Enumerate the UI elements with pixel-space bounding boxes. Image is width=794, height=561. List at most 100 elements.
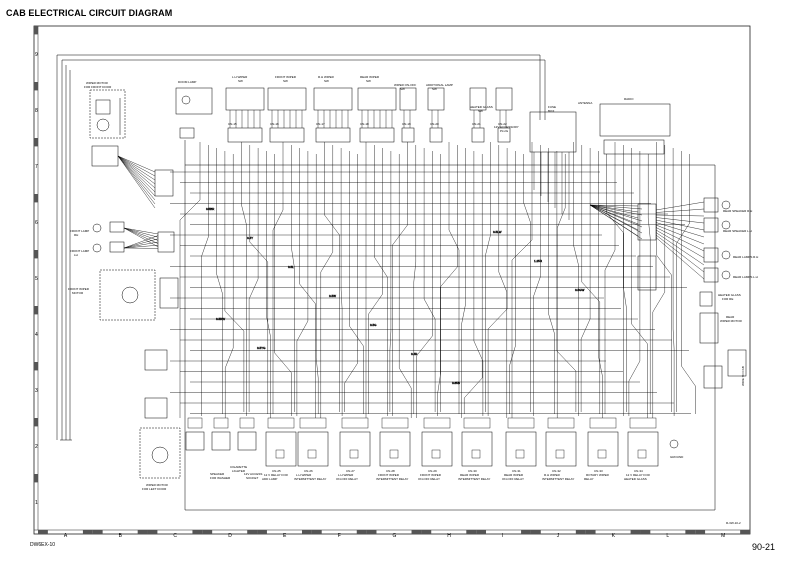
wire xyxy=(117,155,156,205)
wire xyxy=(344,154,358,412)
wire xyxy=(296,151,309,416)
wire xyxy=(655,234,705,273)
wire xyxy=(117,155,156,177)
wire xyxy=(117,155,156,181)
wire-code: 0.85B xyxy=(452,381,460,385)
connector-block xyxy=(227,127,263,143)
column-label: C xyxy=(173,533,177,539)
wire-code: 0.5BR xyxy=(206,207,215,211)
svg-text:SW: SW xyxy=(478,109,483,113)
label-rear-wiper-sw: REAR WIPER xyxy=(360,75,380,79)
ruler-hatch xyxy=(685,530,696,534)
wire xyxy=(448,142,460,414)
column-label: D xyxy=(228,533,232,539)
aux-relay xyxy=(185,431,205,451)
wire xyxy=(655,214,705,217)
relay-coil xyxy=(349,449,359,459)
wire-code: 1.25R xyxy=(534,259,543,263)
column-label: E xyxy=(283,533,287,539)
ruler-hatch xyxy=(740,530,750,534)
diagram-frame xyxy=(33,25,751,535)
wire xyxy=(201,145,209,416)
wire xyxy=(299,148,316,418)
wire xyxy=(272,142,284,414)
svg-text:FOR LEFT DOOR: FOR LEFT DOOR xyxy=(142,487,167,491)
wire xyxy=(487,148,508,416)
wire xyxy=(123,235,159,249)
wire xyxy=(581,145,600,414)
wire xyxy=(123,238,159,249)
wire xyxy=(249,145,268,414)
wire xyxy=(123,245,159,249)
relay xyxy=(627,431,659,467)
ruler-hatch xyxy=(311,530,322,534)
label-wiper-motor-top: WIPER MOTOR xyxy=(86,81,109,85)
wire xyxy=(179,142,201,418)
label-ground: GROUND xyxy=(670,455,684,459)
wire-code: 0.5LW xyxy=(493,230,502,234)
label-rear-lamp-rh: REAR LAMPS R.H xyxy=(733,255,758,259)
wire xyxy=(580,148,591,412)
label-heated-glass-rear: HEATED GLASS xyxy=(718,293,741,297)
label-front-wiper-motor: FRONT WIPER xyxy=(68,287,90,291)
connector-label: CN-26 xyxy=(304,469,313,473)
wire xyxy=(655,208,705,213)
wire xyxy=(511,142,533,418)
label-radio: RADIO xyxy=(624,97,634,101)
connector-label: CN-22 xyxy=(498,122,507,126)
wire-code: 0.5RW xyxy=(216,317,225,321)
connector-label: CN-21 xyxy=(472,122,481,126)
relay xyxy=(461,431,493,467)
wire xyxy=(368,148,383,414)
wire xyxy=(498,145,507,418)
row-label: 1 xyxy=(35,500,38,506)
relay-label: REAR WIPER xyxy=(504,473,524,477)
wire xyxy=(655,201,705,211)
wire xyxy=(117,155,156,189)
relay-label: INTERMITTENT RELAY xyxy=(294,477,326,481)
relay-label: FRONT WIPER xyxy=(420,473,442,477)
wire xyxy=(589,204,639,225)
svg-text:SW: SW xyxy=(400,87,405,91)
aux-relay xyxy=(237,431,257,451)
label-speaker-front: SPEAKER xyxy=(210,472,225,476)
wire xyxy=(589,204,643,210)
relay-connector xyxy=(589,417,617,429)
wire-code: 0.5R xyxy=(411,352,418,356)
column-label: G xyxy=(393,533,397,539)
label-rear-speaker-lh: REAR SPEAKER L.H xyxy=(723,229,752,233)
label-wire-to-cab: WIRE TO CAB xyxy=(741,366,745,386)
wire xyxy=(392,142,408,416)
switch-block xyxy=(225,87,265,111)
wire xyxy=(399,154,412,418)
switch-block xyxy=(469,87,487,111)
svg-text:LIGHTER: LIGHTER xyxy=(232,469,246,473)
wire xyxy=(655,227,705,252)
ruler-hatch xyxy=(585,530,596,534)
connector-label: CN-25 xyxy=(272,469,281,473)
wire xyxy=(655,237,705,280)
label-front-wiper-sw: FRONT WIPER xyxy=(275,75,297,79)
ground-terminal xyxy=(669,439,679,449)
left-components xyxy=(89,87,213,479)
right-components xyxy=(529,103,747,389)
label-accessory-plug: 12V ACCESSORY xyxy=(494,125,519,129)
relay xyxy=(587,431,619,467)
relay xyxy=(339,431,371,467)
label-lh-wiper-sw: L.H WIPER xyxy=(232,75,248,79)
connector-label: CN-29 xyxy=(428,469,437,473)
wire xyxy=(464,154,483,414)
relay-connector xyxy=(547,417,575,429)
wire xyxy=(548,148,555,414)
svg-text:SW: SW xyxy=(283,79,288,83)
wire xyxy=(509,151,516,414)
wire-code: 0.5GW xyxy=(575,288,585,292)
ruler-hatch xyxy=(34,362,38,371)
wire xyxy=(655,217,705,224)
relay-label: INTERMITTENT RELAY xyxy=(542,477,574,481)
relay-label: L.H WIPER xyxy=(296,473,312,477)
wire xyxy=(589,204,643,228)
connector-label: CN-18 xyxy=(360,122,369,126)
relay-label: ON-OFF RELAY xyxy=(502,477,524,481)
